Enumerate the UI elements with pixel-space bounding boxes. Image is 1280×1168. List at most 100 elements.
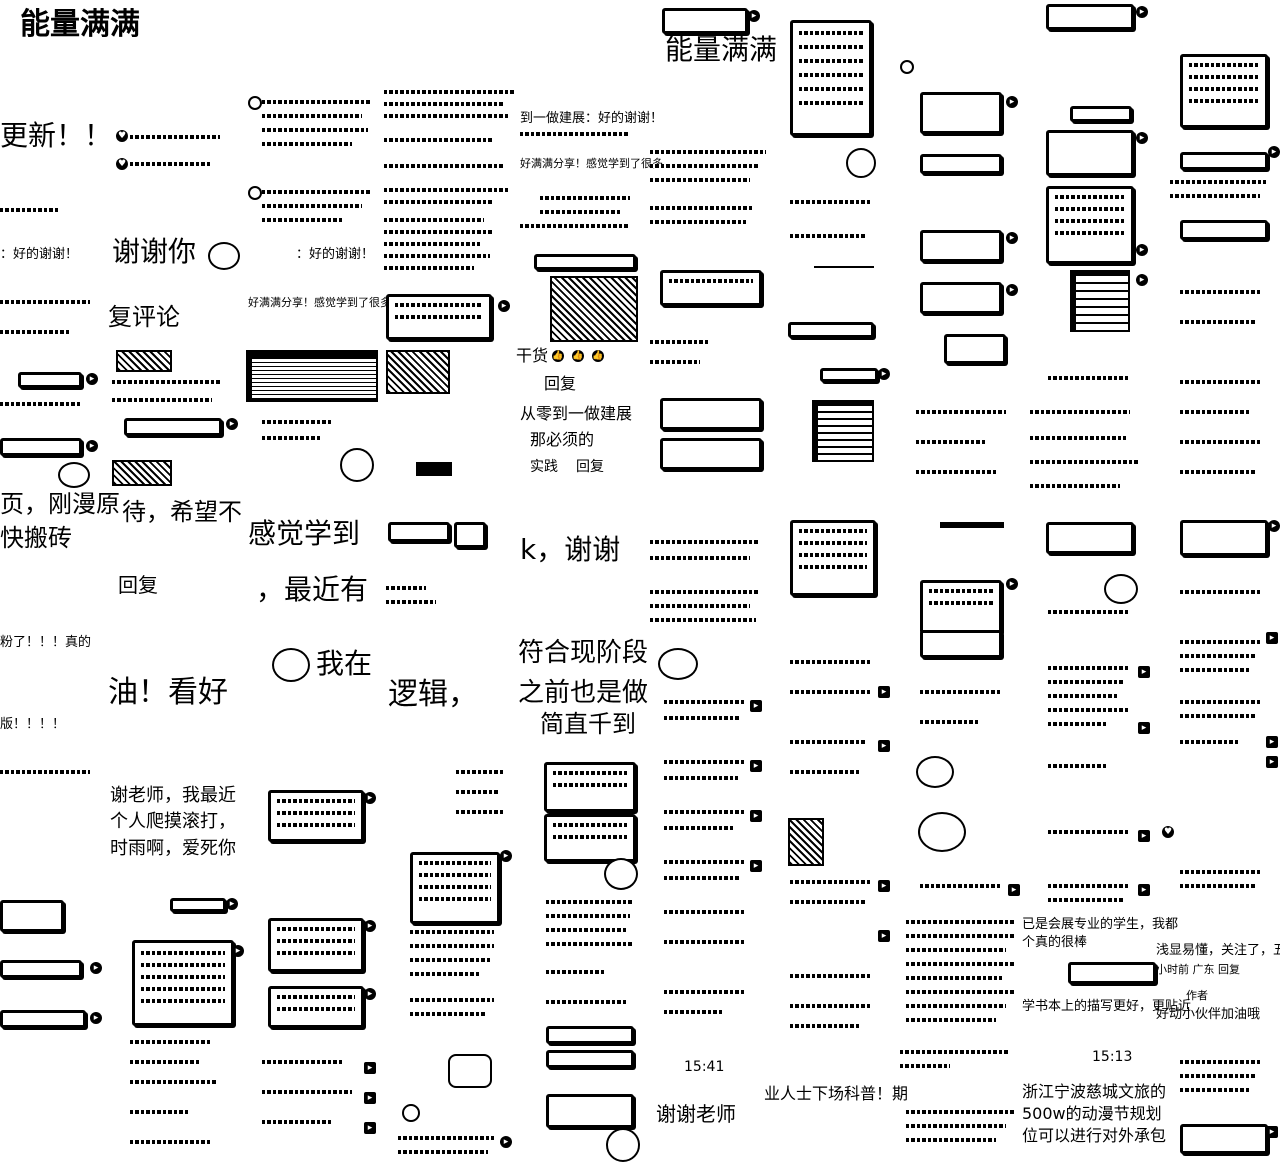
reply-icon[interactable]: ▸ [1266, 736, 1278, 748]
reply-icon[interactable]: ▸ [748, 10, 760, 22]
comment-text [790, 880, 870, 884]
reply-icon[interactable]: ▸ [232, 945, 244, 957]
reply-icon[interactable]: ▸ [500, 850, 512, 862]
comment-fragment: 粉了！！！真的 [0, 635, 92, 650]
reply-icon[interactable]: ▸ [750, 860, 762, 872]
reply-icon[interactable]: ▸ [364, 1062, 376, 1074]
comment-fragment: 那必须的 [530, 430, 595, 449]
reply-icon[interactable]: ▸ [1268, 146, 1280, 158]
comment-text [790, 740, 866, 744]
comment-bubble [0, 1010, 86, 1028]
reply-icon[interactable]: ▸ [1266, 1126, 1278, 1138]
reply-icon[interactable]: ▸ [878, 740, 890, 752]
like-icon[interactable]: 👍 [592, 350, 604, 362]
emoji-sticker-icon [916, 756, 954, 788]
reply-icon[interactable]: ▸ [90, 1012, 102, 1024]
reply-link[interactable]: 回复 [544, 374, 577, 393]
comment-text [906, 976, 1002, 980]
comment-text [906, 934, 1016, 938]
like-icon[interactable]: ♥ [116, 130, 128, 142]
comment-text [920, 720, 980, 724]
reply-icon[interactable]: ▸ [878, 880, 890, 892]
comment-bubble [268, 918, 364, 972]
post-image [788, 818, 824, 866]
reply-icon[interactable]: ▸ [878, 368, 890, 380]
reply-icon[interactable]: ▸ [1268, 520, 1280, 532]
reply-icon[interactable]: ▸ [364, 792, 376, 804]
comment-text [0, 330, 70, 334]
reply-icon[interactable]: ▸ [86, 373, 98, 385]
reply-icon[interactable]: ▸ [90, 962, 102, 974]
reply-link[interactable]: 回复 [118, 573, 158, 597]
reply-icon[interactable]: ▸ [750, 700, 762, 712]
comment-bubble [1180, 520, 1268, 556]
comment-text [1048, 610, 1128, 614]
sticker-image [116, 350, 172, 372]
reply-icon[interactable]: ▸ [1136, 244, 1148, 256]
comment-text [664, 910, 744, 914]
reply-icon[interactable]: ▸ [1266, 632, 1278, 644]
reply-icon[interactable]: ▸ [1006, 284, 1018, 296]
reply-icon[interactable]: ▸ [1138, 884, 1150, 896]
comment-text [456, 810, 504, 814]
comment-text [1048, 680, 1124, 684]
comment-bubble [386, 294, 492, 340]
comment-fragment: 作者 [1186, 989, 1208, 1002]
comment-bubble [18, 372, 82, 388]
comment-bubble [124, 418, 222, 436]
comment-fragment: 位可以进行对外承包 [1022, 1126, 1167, 1145]
comment-bubble [0, 438, 82, 456]
comment-text [1048, 694, 1118, 698]
comment-fragment: 实践 [530, 459, 558, 475]
comment-text [900, 1064, 950, 1068]
comment-text [1180, 654, 1256, 658]
reply-icon[interactable]: ▸ [750, 810, 762, 822]
comment-text [540, 196, 630, 200]
comment-text [1180, 470, 1256, 474]
reply-icon[interactable]: ▸ [1008, 884, 1020, 896]
comment-bubble [920, 154, 1002, 174]
reply-icon[interactable]: ▸ [226, 898, 238, 910]
comment-text [906, 1138, 996, 1142]
comment-text [130, 1140, 210, 1144]
reply-icon[interactable]: ▸ [498, 300, 510, 312]
reply-icon[interactable]: ▸ [1006, 96, 1018, 108]
comment-text [0, 770, 90, 774]
reply-icon[interactable]: ▸ [86, 440, 98, 452]
comment-text [384, 114, 510, 118]
like-icon[interactable]: 👍 [552, 350, 564, 362]
comment-fragment: 简直千到 [540, 710, 636, 738]
reply-icon[interactable]: ▸ [226, 418, 238, 430]
reply-icon[interactable]: ▸ [364, 988, 376, 1000]
reply-icon[interactable]: ▸ [878, 930, 890, 942]
reply-icon[interactable]: ▸ [364, 920, 376, 932]
reply-icon[interactable]: ▸ [500, 1136, 512, 1148]
avatar [402, 1104, 420, 1122]
reply-link[interactable]: 回复 [576, 459, 604, 475]
reply-icon[interactable]: ▸ [750, 760, 762, 772]
comment-text [664, 700, 744, 704]
reply-icon[interactable]: ▸ [1136, 132, 1148, 144]
comment-bubble [660, 270, 762, 306]
like-icon[interactable]: 👍 [572, 350, 584, 362]
like-icon[interactable]: ♥ [116, 158, 128, 170]
reply-icon[interactable]: ▸ [364, 1122, 376, 1134]
comment-text [386, 586, 426, 590]
reply-icon[interactable]: ▸ [364, 1092, 376, 1104]
comment-bubble [790, 20, 872, 136]
reply-icon[interactable]: ▸ [1138, 722, 1150, 734]
reply-icon[interactable]: ▸ [1136, 274, 1148, 286]
reply-icon[interactable]: ▸ [1266, 756, 1278, 768]
comment-fragment: ：好的谢谢！ [0, 247, 79, 262]
comment-text [540, 210, 620, 214]
reply-icon[interactable]: ▸ [1006, 578, 1018, 590]
comment-text [520, 132, 630, 136]
screenshot-image [816, 404, 874, 462]
reply-icon[interactable]: ▸ [1006, 232, 1018, 244]
comment-bubble [546, 1050, 634, 1068]
reply-icon[interactable]: ▸ [1136, 6, 1148, 18]
reply-icon[interactable]: ▸ [878, 686, 890, 698]
like-icon[interactable]: ♥ [1162, 826, 1174, 838]
reply-icon[interactable]: ▸ [1138, 830, 1150, 842]
reply-icon[interactable]: ▸ [1138, 666, 1150, 678]
